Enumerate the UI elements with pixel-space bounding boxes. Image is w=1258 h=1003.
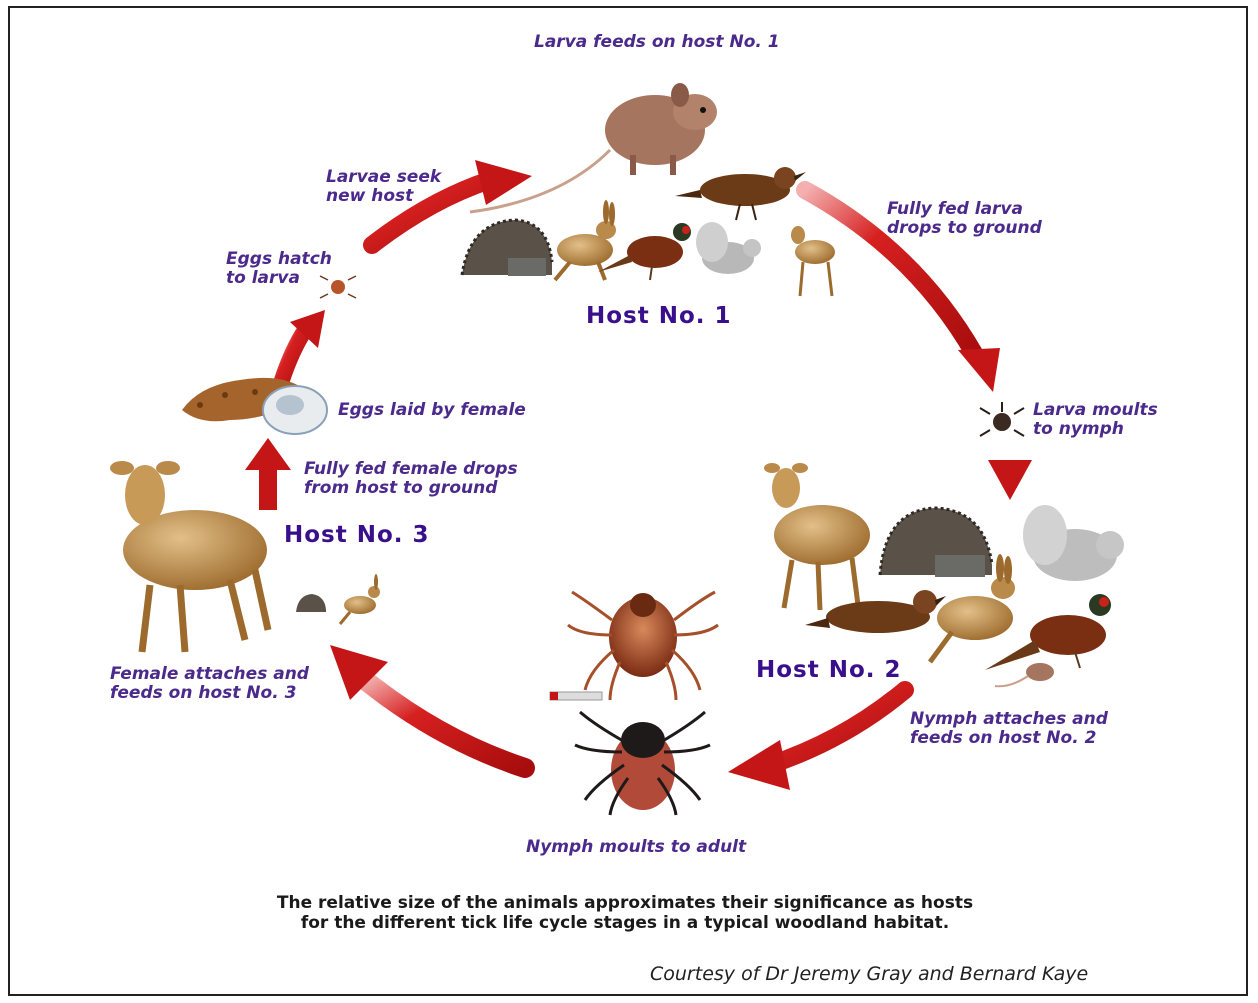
tick-eggs-image — [182, 378, 327, 434]
label-female-attaches: Female attaches and feeds on host No. 3 — [110, 665, 309, 703]
thrush-host2-image — [805, 590, 946, 633]
arrow-host3-to-eggs — [245, 438, 291, 510]
label-nymph-attaches: Nymph attaches and feeds on host No. 2 — [910, 710, 1108, 748]
engorged-tick-image — [575, 712, 710, 815]
mouse-image — [470, 83, 717, 212]
arrow-moult-down — [988, 460, 1032, 500]
label-eggs-laid: Eggs laid by female — [338, 401, 526, 420]
label-nymph-moults: Nymph moults to adult — [526, 838, 746, 857]
caption-line-2: for the different tick life cycle stages… — [120, 913, 1130, 933]
credit-line: Courtesy of Dr Jeremy Gray and Bernard K… — [650, 963, 1088, 985]
hedgehog-image — [462, 220, 552, 276]
host-3-label: Host No. 3 — [284, 522, 430, 548]
squirrel-image — [696, 222, 761, 274]
adult-tick-image — [568, 592, 718, 700]
host-2-label: Host No. 2 — [756, 657, 902, 683]
squirrel-host2-image — [1023, 505, 1124, 581]
thrush-bird-image — [675, 167, 806, 220]
deer-host3-image — [110, 461, 268, 652]
label-fully-fed-larva: Fully fed larva drops to ground — [887, 200, 1042, 238]
arrow-host2-to-nymph-moult — [728, 690, 905, 790]
label-female-drops: Fully fed female drops from host to grou… — [304, 460, 518, 498]
host-1-label: Host No. 1 — [586, 303, 732, 329]
label-larva-feeds: Larva feeds on host No. 1 — [534, 33, 780, 52]
mouse-host2-image — [995, 663, 1054, 686]
caption-line-1: The relative size of the animals approxi… — [120, 893, 1130, 913]
fawn-small-image — [791, 226, 835, 296]
larva-on-leaf-image — [980, 402, 1024, 436]
arrow-eggs-to-hatch — [282, 310, 325, 380]
label-larvae-seek-host: Larvae seek new host — [326, 168, 441, 206]
hedgehog-host3-image — [296, 594, 326, 612]
deer-host2-image — [764, 463, 870, 610]
arrow-adult-to-host3 — [330, 645, 525, 768]
label-eggs-hatch: Eggs hatch to larva — [226, 250, 332, 288]
hare-host3-image — [340, 574, 380, 624]
hedgehog-host2-image — [880, 508, 992, 577]
label-larva-moults: Larva moults to nymph — [1033, 401, 1158, 439]
scale-marker-icon — [550, 692, 602, 700]
caption: The relative size of the animals approxi… — [120, 893, 1130, 933]
